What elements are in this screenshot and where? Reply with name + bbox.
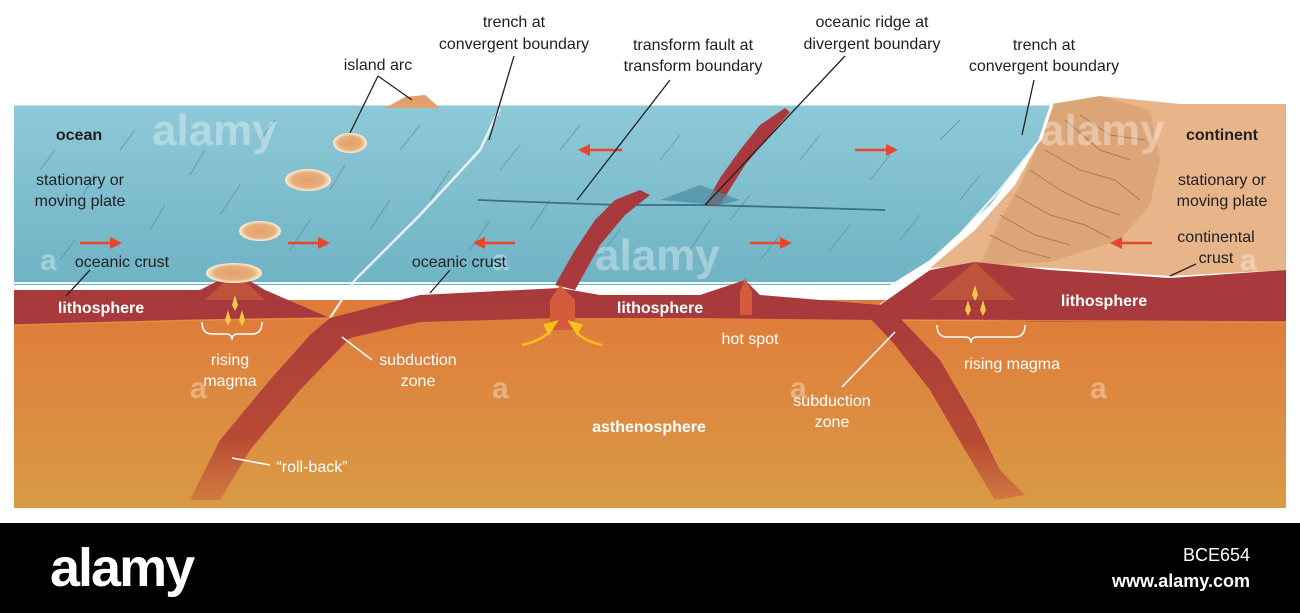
island-1 — [333, 133, 367, 153]
label-continental-crust-2: crust — [1199, 250, 1234, 267]
label-oceanic-crust-left: oceanic crust — [75, 254, 170, 271]
label-subduction-right-2: zone — [815, 414, 850, 431]
label-transform-2: transform boundary — [624, 58, 763, 75]
island-2 — [285, 169, 331, 191]
svg-text:a: a — [1240, 244, 1257, 277]
svg-text:alamy: alamy — [595, 231, 720, 280]
label-lithosphere-left: lithosphere — [58, 300, 144, 317]
subducting-slab-right — [870, 305, 1025, 500]
transform-fault-line — [477, 199, 886, 211]
island-4 — [206, 263, 262, 283]
label-transform-1: transform fault at — [633, 37, 754, 54]
label-oceanic-crust-mid: oceanic crust — [412, 254, 507, 271]
upwelling-arrows — [521, 319, 603, 347]
label-ocean: ocean — [56, 127, 102, 144]
label-trench-right-1: trench at — [1013, 37, 1076, 54]
label-trench-left-1: trench at — [483, 14, 546, 31]
oceanic-ridge-upper — [705, 108, 790, 205]
continent-fractures — [989, 114, 1146, 259]
label-rising-magma-right: rising magma — [964, 356, 1060, 373]
watermarks: alamy alamy alamy a a a a a a a — [40, 106, 1257, 405]
diagram-canvas: alamy alamy alamy a a a a a a a trench a… — [13, 14, 1287, 508]
label-lithosphere-right: lithosphere — [1061, 293, 1147, 310]
plate-motion-arrows — [80, 144, 1152, 249]
svg-text:a: a — [790, 372, 807, 405]
label-stationary-left-1: stationary or — [36, 172, 125, 189]
magma-droplets — [225, 285, 986, 326]
label-stationary-right-2: moving plate — [1177, 193, 1268, 210]
label-continent: continent — [1186, 127, 1259, 144]
label-hot-spot: hot spot — [722, 331, 779, 348]
footer-url: www.alamy.com — [1111, 571, 1250, 591]
label-rising-magma-left-1: rising — [211, 352, 249, 369]
label-island-arc: island arc — [344, 57, 412, 74]
label-trench-right-2: convergent boundary — [969, 58, 1119, 75]
label-asthenosphere: asthenosphere — [592, 419, 706, 436]
svg-text:a: a — [492, 372, 509, 405]
label-ridge-2: divergent boundary — [804, 36, 941, 53]
hot-spot-plume — [740, 278, 752, 315]
svg-text:alamy: alamy — [152, 106, 277, 155]
island-5 — [385, 95, 440, 108]
label-continental-crust-1: continental — [1177, 229, 1254, 246]
svg-text:alamy: alamy — [1040, 106, 1165, 155]
label-lithosphere-mid: lithosphere — [617, 300, 703, 317]
subducting-slab-left — [190, 290, 560, 500]
label-subduction-left-1: subduction — [379, 352, 456, 369]
label-stationary-right-1: stationary or — [1178, 172, 1267, 189]
island-3 — [239, 221, 281, 241]
label-trench-left-2: convergent boundary — [439, 36, 589, 53]
svg-text:a: a — [190, 372, 207, 405]
ocean-surface — [14, 104, 1052, 285]
label-subduction-left-2: zone — [401, 373, 436, 390]
ocean-fractures — [39, 119, 981, 261]
pointer-lines — [65, 55, 1197, 466]
label-roll-back: “roll-back” — [276, 459, 347, 476]
brace-rising-magma-left — [201, 321, 263, 341]
label-stationary-left-2: moving plate — [35, 193, 126, 210]
footer-image-id: BCE654 — [1182, 545, 1250, 565]
footer-logo: alamy — [50, 538, 195, 598]
label-rising-magma-left-2: magma — [203, 373, 256, 390]
svg-text:a: a — [492, 244, 509, 277]
label-ridge-1: oceanic ridge at — [816, 14, 930, 31]
svg-text:a: a — [40, 244, 57, 277]
continent-mountains — [980, 96, 1160, 265]
oceanic-ridge-lower — [555, 190, 650, 290]
label-subduction-right-1: subduction — [793, 393, 870, 410]
ridge-plume — [550, 285, 575, 330]
stock-footer: alamy BCE654 www.alamy.com — [0, 523, 1300, 613]
svg-text:a: a — [1090, 372, 1107, 405]
brace-rising-magma-right — [936, 324, 1026, 344]
trench-left-line — [328, 107, 502, 319]
